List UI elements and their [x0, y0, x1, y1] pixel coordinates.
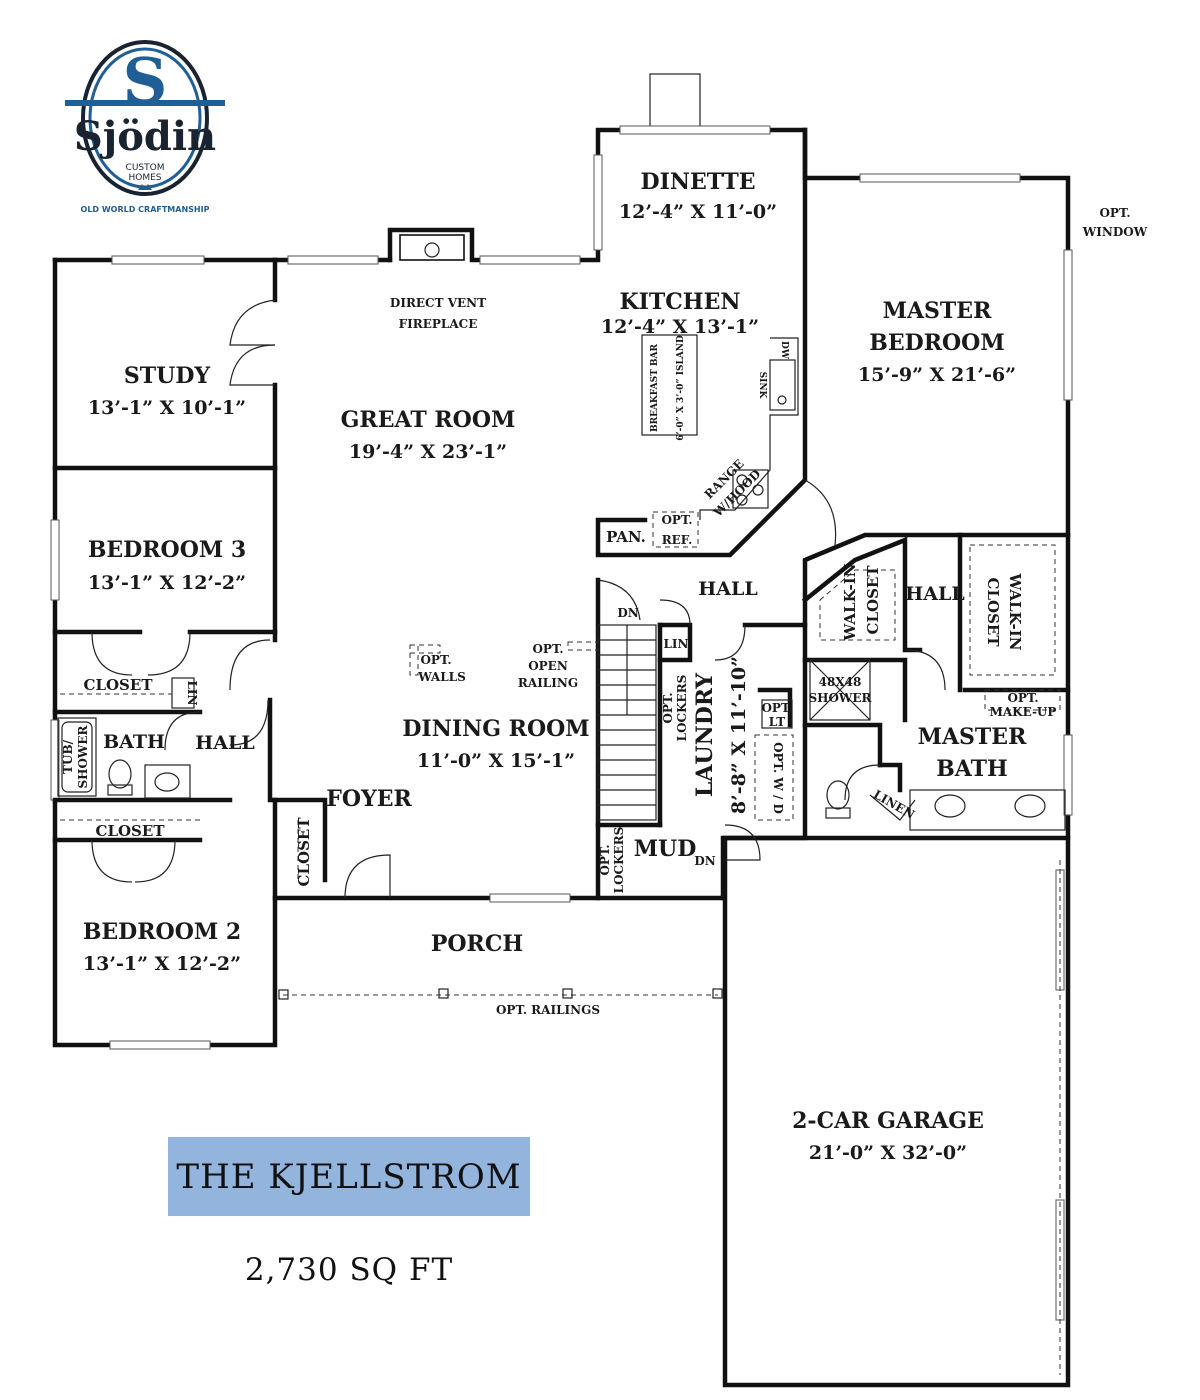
opt-lockers-b-label: OPT. [598, 844, 612, 875]
closet-outlines [754, 544, 1066, 831]
study-label: STUDY [124, 363, 211, 389]
opt-window-label: OPT. [1099, 206, 1130, 220]
porch-railings [278, 860, 1061, 1375]
dw-label: DW [779, 341, 789, 360]
master-bath-label: MASTER [918, 724, 1027, 750]
opt-railings-label: OPT. RAILINGS [496, 1003, 600, 1017]
plan-title: THE KJELLSTROM [176, 1156, 522, 1197]
opt-lt-label: OPT. [761, 701, 792, 715]
opt-makeup-label: OPT. [1007, 691, 1038, 705]
master-bedroom-size: 15’-9” X 21’-6” [858, 364, 1016, 386]
room-labels: DINETTE 12’-4” X 11’-0” KITCHEN 12’-4” X… [83, 169, 1027, 1164]
kitchen-counters [641, 334, 799, 548]
opt-makeup-label-2: MAKE-UP [990, 705, 1057, 719]
logo-emblem: S Sjödin CUSTOM HOMES OLD WORLD CRAFTMAN… [65, 40, 225, 214]
opt-lockers-a-label-2: LOCKERS [675, 675, 689, 742]
opt-walls [409, 641, 599, 676]
walkin-closet-b-label: WALK-IN [1006, 573, 1024, 651]
stairs [597, 624, 657, 821]
lin-west-label: LIN [185, 680, 199, 705]
svg-text:HOMES: HOMES [128, 173, 161, 183]
opt-walls-label: OPT. [420, 653, 451, 667]
garage-size: 21’-0” X 32’-0” [809, 1142, 967, 1164]
opt-ref-label: OPT. [661, 513, 692, 527]
foyer-label: FOYER [326, 786, 412, 812]
garage-label: 2-CAR GARAGE [792, 1108, 984, 1134]
study-size: 13’-1” X 10’-1” [88, 397, 246, 419]
porch-label: PORCH [431, 931, 523, 957]
opt-lockers-a-label: OPT. [661, 692, 675, 723]
sink-label: SINK [757, 372, 767, 400]
opt-lt-label-2: LT [769, 715, 785, 729]
laundry-size: 8’-8” X 11’-10” [728, 656, 750, 814]
opt-ref-label-2: REF. [662, 533, 693, 547]
mud-label: MUD [634, 836, 697, 862]
kitchen-label: KITCHEN [620, 289, 741, 315]
laundry-label: LAUNDRY [692, 673, 718, 798]
bedroom3-size: 13’-1” X 12’-2” [88, 572, 246, 594]
walkin-closet-label-2: CLOSET [864, 565, 882, 635]
great-room-size: 19’-4” X 23’-1” [349, 441, 507, 463]
svg-text:OLD WORLD CRAFTMANSHIP: OLD WORLD CRAFTMANSHIP [81, 205, 210, 214]
lin-laundry-label: LIN [663, 637, 688, 651]
tub-label: TUB/ [61, 739, 75, 774]
hall-master-label: HALL [905, 583, 964, 605]
shower-label-2: SHOWER [808, 691, 872, 705]
dinette-size: 12’-4” X 11’-0” [619, 201, 777, 223]
bedroom3-label: BEDROOM 3 [88, 537, 246, 563]
opt-lockers-b-label-2: LOCKERS [612, 827, 626, 894]
tub-label-2: SHOWER [76, 724, 90, 788]
bath-fixtures [57, 717, 916, 821]
great-room-label: GREAT ROOM [341, 407, 516, 433]
master-bath-label-2: BATH [936, 756, 1008, 782]
opt-wd-label: OPT. W / D [771, 742, 785, 814]
island-label: 6’-0” X 3’-0” ISLAND [676, 335, 686, 441]
fireplace-label-2: FIREPLACE [399, 317, 478, 331]
closet-b3-label: CLOSET [84, 676, 154, 694]
bedroom2-size: 13’-1” X 12’-2” [83, 953, 241, 975]
chimney [649, 73, 701, 131]
fireplace [399, 234, 465, 261]
closet-rods [60, 677, 299, 880]
opt-railing-label-2: OPEN [528, 659, 568, 673]
shower-label: 48X48 [819, 675, 862, 689]
breakfast-bar-label: BREAKFAST BAR [650, 343, 660, 432]
opt-walls-label-2: WALLS [417, 670, 466, 684]
hall-kitchen-label: HALL [698, 578, 757, 600]
bedroom2-label: BEDROOM 2 [83, 919, 241, 945]
opt-railing-label: OPT. [532, 642, 563, 656]
dining-room-size: 11’-0” X 15’-1” [417, 750, 575, 772]
master-bedroom-label: MASTER [883, 298, 992, 324]
doors [91, 299, 946, 899]
walkin-closet-label: WALK-IN [841, 563, 859, 641]
plan-title-box: THE KJELLSTROM [168, 1137, 530, 1216]
dining-room-label: DINING ROOM [402, 716, 589, 742]
svg-text:Sjödin: Sjödin [74, 113, 216, 160]
kitchen-size: 12’-4” X 13’-1” [601, 316, 759, 338]
stair-down-label: DN [617, 606, 638, 620]
master-bedroom-label-2: BEDROOM [869, 330, 1004, 356]
opt-railing-label-3: RAILING [518, 676, 578, 690]
closet-foyer-label: CLOSET [295, 817, 313, 887]
fireplace-label: DIRECT VENT [390, 296, 486, 310]
bath-label: BATH [103, 731, 165, 753]
svg-text:CUSTOM: CUSTOM [126, 163, 165, 173]
walkin-closet-b-label-2: CLOSET [984, 578, 1002, 648]
plan-area: 2,730 SQ FT [244, 1252, 454, 1288]
hall-west-label: HALL [195, 732, 254, 754]
closet-b2-label: CLOSET [96, 822, 166, 840]
mud-down-label: DN [694, 854, 715, 868]
opt-window-label-2: WINDOW [1082, 225, 1148, 239]
dinette-label: DINETTE [641, 169, 756, 195]
pantry-label: PAN. [606, 528, 646, 546]
sjodin-logo: S Sjödin CUSTOM HOMES OLD WORLD CRAFTMAN… [60, 40, 230, 220]
